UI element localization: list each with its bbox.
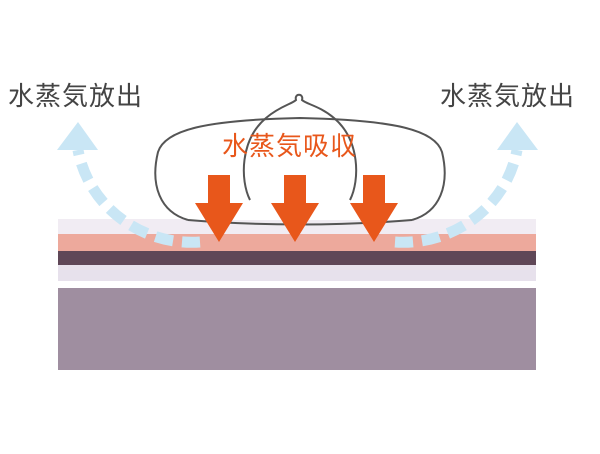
release-arrow-left-icon — [57, 122, 201, 248]
base-block — [58, 288, 536, 370]
absorb-arrow-icon — [350, 175, 398, 242]
release-label-right: 水蒸気放出 — [440, 82, 576, 112]
layer-dark — [58, 251, 536, 265]
layer-salmon — [58, 234, 536, 251]
release-arrow-right-icon — [394, 122, 538, 248]
object-head-icon — [242, 93, 358, 201]
layer-lavender — [58, 265, 536, 281]
absorb-label: 水蒸気吸収 — [222, 132, 358, 162]
release-label-left: 水蒸気放出 — [8, 82, 144, 112]
absorb-arrow-icon — [195, 175, 243, 242]
absorb-arrow-icon — [271, 175, 319, 242]
